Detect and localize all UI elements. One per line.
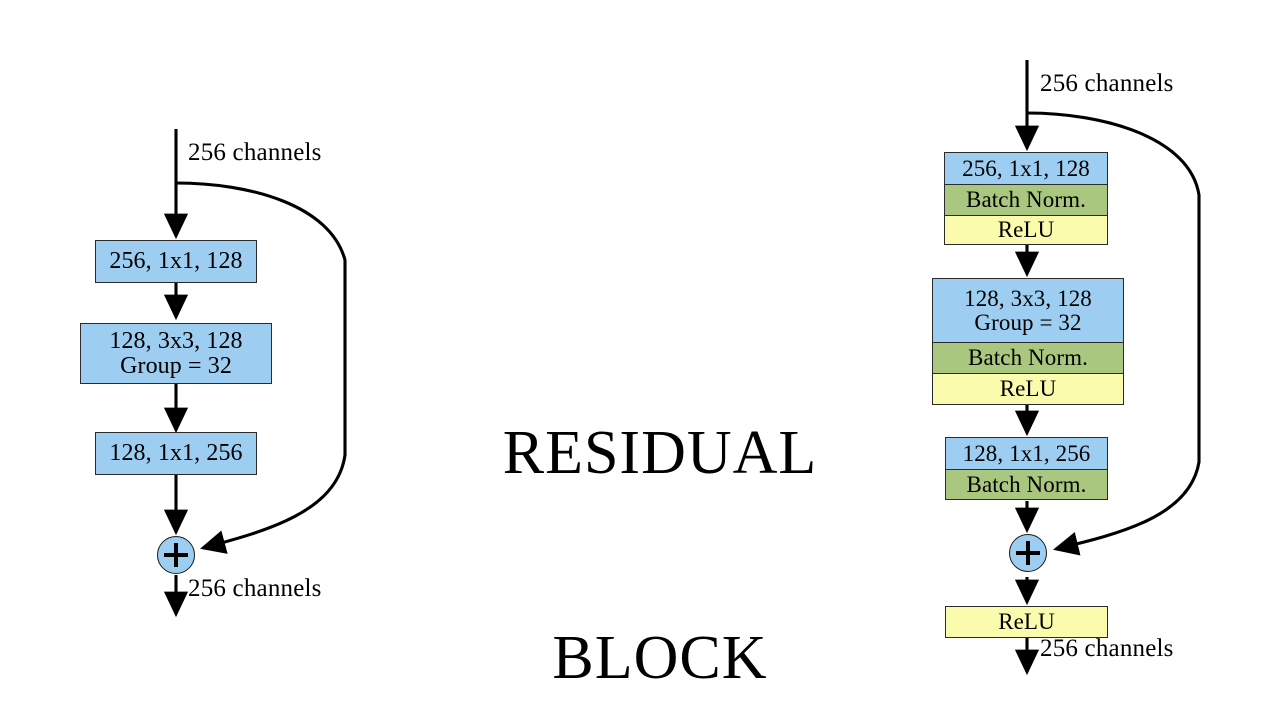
right-node-stage-2[interactable]: 128, 3x3, 128 Group = 32 Batch Norm. ReL… [932, 278, 1124, 405]
right-input-label: 256 channels [1040, 70, 1174, 97]
plus-icon-vertical [174, 543, 178, 567]
cell-conv: 256, 1x1, 128 [945, 153, 1107, 184]
left-output-label: 256 channels [188, 575, 322, 602]
cell-batch-norm: Batch Norm. [945, 184, 1107, 215]
cell-conv: 256, 1x1, 128 [96, 241, 256, 282]
cell-conv: 128, 3x3, 128 Group = 32 [81, 324, 271, 383]
page-title-line-1: RESIDUAL [502, 419, 818, 488]
page-title: RESIDUAL BLOCK [430, 283, 890, 720]
right-node-stage-3[interactable]: 128, 1x1, 256 Batch Norm. [945, 437, 1108, 500]
cell-conv: 128, 3x3, 128 Group = 32 [933, 279, 1123, 342]
left-node-conv-256-1x1-128[interactable]: 256, 1x1, 128 [95, 240, 257, 283]
left-adder[interactable] [157, 536, 195, 574]
cell-relu: ReLU [945, 215, 1107, 244]
right-node-stage-4-output-relu[interactable]: ReLU [945, 606, 1108, 638]
cell-relu: ReLU [946, 607, 1107, 637]
cell-conv: 128, 1x1, 256 [946, 438, 1107, 469]
page-title-line-2: BLOCK [552, 623, 768, 692]
right-output-label: 256 channels [1040, 635, 1174, 662]
cell-relu: ReLU [933, 373, 1123, 404]
right-adder[interactable] [1009, 534, 1047, 572]
left-input-label: 256 channels [188, 139, 322, 166]
cell-batch-norm: Batch Norm. [933, 342, 1123, 373]
right-node-stage-1[interactable]: 256, 1x1, 128 Batch Norm. ReLU [944, 152, 1108, 245]
left-node-conv-128-3x3-128-group32[interactable]: 128, 3x3, 128 Group = 32 [80, 323, 272, 384]
left-node-conv-128-1x1-256[interactable]: 128, 1x1, 256 [95, 432, 257, 475]
cell-batch-norm: Batch Norm. [946, 469, 1107, 499]
cell-conv: 128, 1x1, 256 [96, 433, 256, 474]
plus-icon-vertical [1026, 541, 1030, 565]
